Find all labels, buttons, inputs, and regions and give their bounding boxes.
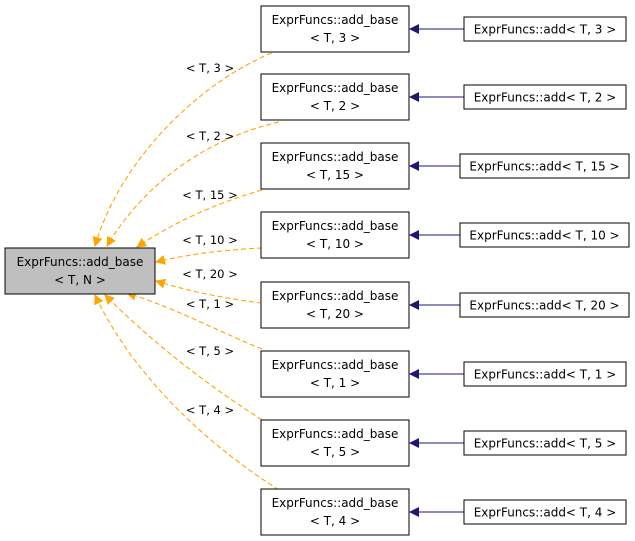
base-node-line2: < T, 10 >: [306, 237, 364, 251]
edge-labels-layer: < T, 3 > < T, 2 > < T, 15 > < T, 10 > < T, 2…: [182, 61, 238, 417]
derived-node[interactable]: ExprFuncs::add< T, 2 >: [463, 84, 627, 110]
base-node[interactable]: ExprFuncs::add_base< T, 15 >: [260, 142, 410, 190]
edge-label: < T, 5 >: [186, 344, 234, 358]
base-node[interactable]: ExprFuncs::add_base< T, 20 >: [260, 281, 410, 329]
base-node-line2: < T, 15 >: [306, 168, 364, 182]
base-node-line2: < T, 1 >: [310, 376, 360, 390]
base-node[interactable]: ExprFuncs::add_base< T, 5 >: [260, 419, 410, 467]
base-node-line1: ExprFuncs::add_base: [272, 358, 399, 372]
derived-node[interactable]: ExprFuncs::add< T, 20 >: [459, 292, 630, 318]
derived-node-label: ExprFuncs::add< T, 3 >: [474, 23, 617, 37]
base-node-line1: ExprFuncs::add_base: [272, 289, 399, 303]
derived-node-label: ExprFuncs::add< T, 10 >: [469, 229, 619, 243]
template-edge: [155, 278, 263, 304]
derived-node[interactable]: ExprFuncs::add< T, 3 >: [463, 16, 627, 42]
base-node[interactable]: ExprFuncs::add_base< T, 2 >: [260, 73, 410, 121]
edge-label: < T, 1 >: [186, 297, 234, 311]
template-edge: [106, 121, 280, 247]
template-edge: [92, 49, 280, 247]
base-node-line2: < T, 3 >: [310, 31, 360, 45]
derived-node[interactable]: ExprFuncs::add< T, 1 >: [463, 361, 627, 387]
base-node[interactable]: ExprFuncs::add_base< T, 3 >: [260, 5, 410, 53]
base-node[interactable]: ExprFuncs::add_base< T, 10 >: [260, 211, 410, 259]
base-node-line1: ExprFuncs::add_base: [272, 13, 399, 27]
derived-node-label: ExprFuncs::add< T, 5 >: [474, 437, 617, 451]
template-edge: [104, 294, 263, 421]
base-node-line1: ExprFuncs::add_base: [272, 81, 399, 95]
base-node-line2: < T, 5 >: [310, 445, 360, 459]
base-node-line2: < T, 2 >: [310, 99, 360, 113]
derived-node[interactable]: ExprFuncs::add< T, 5 >: [463, 430, 627, 456]
derived-node-label: ExprFuncs::add< T, 2 >: [474, 91, 617, 105]
base-node-line1: ExprFuncs::add_base: [272, 150, 399, 164]
edge-label: < T, 20 >: [182, 267, 238, 281]
derived-node-label: ExprFuncs::add< T, 20 >: [469, 299, 619, 313]
root-node-line1: ExprFuncs::add_base: [17, 255, 144, 269]
derived-node-label: ExprFuncs::add< T, 15 >: [469, 160, 619, 174]
base-node[interactable]: ExprFuncs::add_base< T, 1 >: [260, 350, 410, 398]
base-node-line2: < T, 4 >: [310, 514, 360, 528]
template-edge: [136, 189, 263, 248]
base-node[interactable]: ExprFuncs::add_base< T, 4 >: [260, 488, 410, 536]
derived-node[interactable]: ExprFuncs::add< T, 4 >: [463, 499, 627, 525]
derived-node-label: ExprFuncs::add< T, 4 >: [474, 506, 617, 520]
template-edge: [94, 294, 280, 491]
base-node-line1: ExprFuncs::add_base: [272, 496, 399, 510]
root-node-line2: < T, N >: [54, 273, 106, 287]
root-node[interactable]: ExprFuncs::add_base< T, N >: [4, 247, 156, 295]
edge-label: < T, 3 >: [186, 61, 234, 75]
nodes-layer: ExprFuncs::add_base< T, N >ExprFuncs::ad…: [4, 5, 630, 536]
base-node-line1: ExprFuncs::add_base: [272, 219, 399, 233]
template-edge: [155, 247, 263, 265]
base-node-line1: ExprFuncs::add_base: [272, 427, 399, 441]
base-node-line2: < T, 20 >: [306, 307, 364, 321]
edge-label: < T, 10 >: [182, 233, 238, 247]
derived-node[interactable]: ExprFuncs::add< T, 10 >: [459, 222, 630, 248]
edge-label: < T, 4 >: [186, 403, 234, 417]
derived-node-label: ExprFuncs::add< T, 1 >: [474, 368, 617, 382]
derived-node[interactable]: ExprFuncs::add< T, 15 >: [459, 153, 630, 179]
edge-label: < T, 15 >: [182, 188, 238, 202]
template-edge: [126, 290, 263, 350]
edges-layer: [92, 24, 464, 517]
edge-label: < T, 2 >: [186, 129, 234, 143]
